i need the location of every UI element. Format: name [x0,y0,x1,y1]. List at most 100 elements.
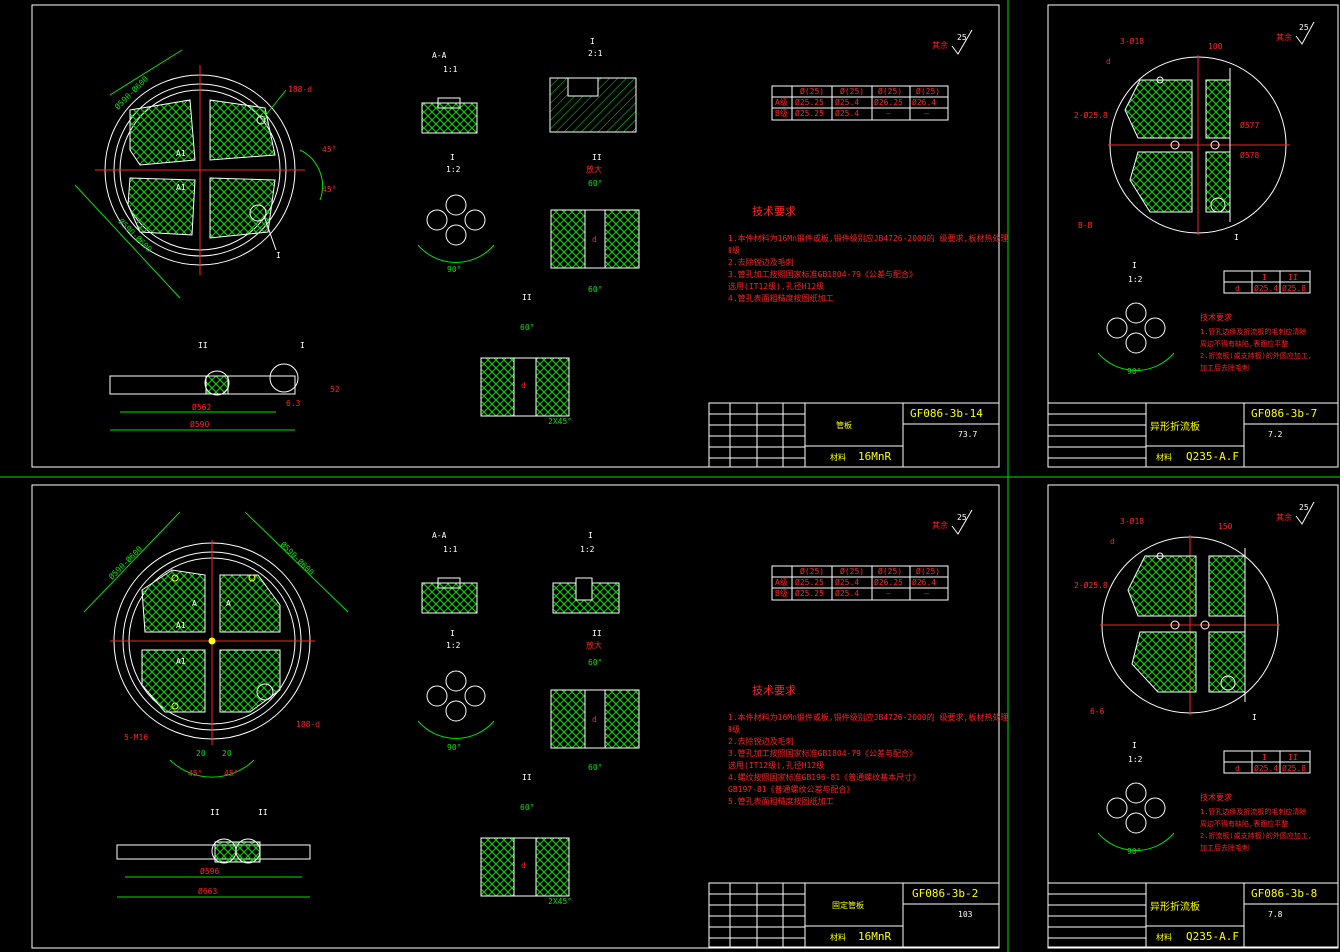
section-i-top-2: I 1:2 [552,531,620,614]
label-a1-bottom: A1 [176,183,186,192]
s4-holes2: 2-Ø25.8 [1074,580,1108,590]
table-r1c2: Ø25.4 [835,97,859,107]
tech-note-5: 选用(IT12级),孔径H12级 [728,281,824,291]
table2-r2c4: — [924,589,929,598]
side-view-2: Ø596 Ø663 II II [116,808,311,898]
section-i2-title: I [450,153,455,162]
tech-note-3: 2.去除锐边及毛刺 [728,257,794,267]
detail-ii-side-2b: II [258,808,268,817]
material-label: 材料 [830,452,846,462]
angle-90-s1: 90° [447,265,461,274]
section-i-scale-2: 1:2 [580,545,595,554]
tech2-note-7: GB197-81《普通螺纹公差与配合》 [728,784,855,794]
s3-t-r0: d [1235,284,1240,293]
s3-section: B-B [1078,221,1093,230]
s3-detail-i: I [1234,233,1239,242]
dim-20a: 20 [196,749,206,758]
table-h2: Ø(25) [840,86,864,96]
s3-t-r2: Ø25.8 [1282,283,1306,293]
s4-tech-2: 周边不得有缺陷,表面应平整 [1200,819,1288,828]
table-h1: Ø(25) [800,86,824,96]
tech-title-2: 技术要求 [752,684,796,697]
s4-material: Q235-A.F [1186,930,1239,943]
s3-material-label: 材料 [1156,452,1172,462]
s4-table: I II d Ø25.4 Ø25.8 [1223,750,1311,774]
table-r2c3: — [886,109,891,118]
table2-h2: Ø(25) [840,566,864,576]
s4-dim-top: 150 [1218,522,1233,531]
s3-tech-3: 2.折流板(或支持板)的外圆应加工, [1200,351,1312,360]
sheet-baffle-7: 3-Ø18 2-Ø25.8 100 d Ø577 Ø578 B-B I 其余 2… [1047,4,1339,468]
table-h4: Ø(25) [916,86,940,96]
s4-angle90: 90° [1127,847,1141,856]
table2-r1c1: Ø25.25 [795,577,824,587]
section-i2-title-2: I [450,629,455,638]
s3-i-title: I [1132,261,1137,270]
section-ii-title: II [592,153,602,162]
section-ii-large-2: II 60° d 2X45° [480,773,572,906]
chamfer: 2X45° [548,417,572,426]
s4-i-scale: 1:2 [1128,755,1143,764]
s4-holes1: 3-Ø18 [1120,516,1144,526]
material-2: 16MnR [858,930,891,943]
table-r1c1: Ø25.25 [795,97,824,107]
tech-note-6: 4.管孔表面粗糙度按图纸加工 [728,293,834,303]
table-h3: Ø(25) [878,86,902,96]
tech2-note-4: 3.管孔加工按照国家标准GB1804-79《公差与配合》 [728,748,917,758]
s3-holes2: 2-Ø25.8 [1074,110,1108,120]
detail-i-side: I [300,341,305,350]
tech2-note-3: 2.去除锐边及毛刺 [728,736,794,746]
s3-tech-2: 周边不得有缺陷,表面应平整 [1200,339,1288,348]
s4-d: d [1110,537,1115,546]
hole-note: 188-d [288,85,312,94]
s3-t-r1: Ø25.4 [1254,283,1278,293]
side-view: Ø562 Ø590 52 6.3 II I [109,341,340,431]
section-i-top: I 2:1 [549,37,637,133]
s4-i-title: I [1132,741,1137,750]
dim-d-3: d [592,715,597,724]
table-r2c2: Ø25.4 [835,108,859,118]
roughness-63: 6.3 [286,399,301,408]
s4-weight: 7.8 [1268,910,1283,919]
section-a-a-2: A-A 1:1 [421,531,478,614]
tech-requirements: 技术要求 1.本件材料为16Mn锻件或板,锻件级别应JB4726-2000的 级… [728,205,1008,303]
title-block: 管板 GF086-3b-14 73.7 材料 16MnR [708,402,1000,468]
chamfer-2: 2X45° [548,897,572,906]
s3-table: I II d Ø25.4 Ø25.8 [1223,270,1311,294]
s4-section: 6-6 [1090,707,1105,716]
tech-note-1: 1.本件材料为16Mn锻件或板,锻件级别应JB4726-2000的 级要求,板材… [728,233,1008,243]
section-aa-scale-2: 1:1 [443,545,458,554]
dim-596: Ø596 [200,866,219,876]
section-i-small: I 1:2 90° [417,153,495,274]
sheet-tube-plate: Ø590-Ø600 Ø590-Ø600 188-d A1 A1 45° 45° … [31,4,1008,468]
dim-d-1: d [592,235,597,244]
s3-roughness-value: 25 [1299,23,1309,32]
s4-t-r0: d [1235,764,1240,773]
section-i2-scale: 1:2 [446,165,461,174]
angle-60-large-2: 60° [520,803,534,812]
angle-90-s2: 90° [447,743,461,752]
s3-tech-1: 1.管孔边缘及折流板的毛刺应清除 [1200,327,1306,336]
hole-note-m16: 5-M16 [124,733,148,742]
tech2-note-1: 1.本件材料为16Mn锻件或板,锻件级别应JB4726-2000的 级要求,板材… [728,712,1008,722]
s4-t-r1: Ø25.4 [1254,763,1278,773]
section-ii-scale: 放大 [586,164,602,174]
table2-r2c3: — [886,589,891,598]
dim-663: Ø663 [198,886,217,896]
table-r2c0: B级 [775,108,788,118]
detail-i-label: I [276,251,281,260]
label-a-2: A [192,599,197,608]
tech-note-2: Ⅱ级 [728,245,740,255]
s3-r2: Ø578 [1240,150,1259,160]
tolerance-table-2: Ø(25) Ø(25) Ø(25) Ø(25) A级 Ø25.25 Ø25.4 … [771,565,949,601]
angle-60-top-2: 60° [588,658,602,667]
s4-material-label: 材料 [1156,932,1172,942]
section-ii-title-2: II [592,629,602,638]
dim-d-2: d [521,381,526,390]
section-ii2-title: II [522,293,532,302]
tech-note-4: 3.管孔加工按照国家标准GB1804-79《公差与配合》 [728,269,917,279]
label-a-2b: A [226,599,231,608]
plan-view-2: Ø590-Ø600 Ø590-Ø600 188-d 5-M16 A A A1 A… [83,511,349,778]
s3-title-block: 异形折流板 GF086-3b-7 7.2 材料 Q235-A.F [1047,402,1339,468]
s3-material: Q235-A.F [1186,450,1239,463]
